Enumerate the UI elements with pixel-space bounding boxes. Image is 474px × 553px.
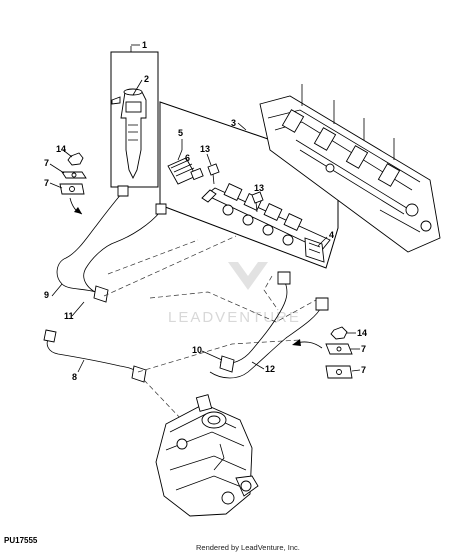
callout-12: 12 [265, 364, 275, 374]
callout-8: 8 [72, 372, 77, 382]
common-rail [201, 183, 331, 263]
callout-11: 11 [64, 311, 74, 321]
callout-2: 2 [144, 74, 149, 84]
clamp-lower [59, 183, 85, 195]
clamp-upper [61, 171, 87, 179]
fuel-injector [111, 88, 147, 180]
injection-line-right [209, 271, 329, 379]
callout-14-left: 14 [56, 144, 66, 154]
callout-14-right: 14 [357, 328, 367, 338]
callout-4: 4 [329, 230, 334, 240]
figure-code: PU17555 [4, 536, 38, 545]
callout-1: 1 [142, 40, 147, 50]
banjo-bolt [207, 163, 220, 185]
callout-6: 6 [185, 153, 190, 163]
callout-7-left-upper: 7 [44, 158, 49, 168]
watermark-text: LEADVENTURE [168, 309, 301, 326]
callout-7-right-upper: 7 [361, 344, 366, 354]
pressure-relief-valve [167, 157, 204, 185]
engine-cylinder-head [259, 84, 441, 253]
rendered-by-footer: Rendered by LeadVenture, Inc. [196, 543, 300, 552]
clamp-right-upper [325, 343, 353, 355]
banjo-bolt [251, 191, 264, 213]
callout-7-right-lower: 7 [361, 365, 366, 375]
callout-5: 5 [178, 128, 183, 138]
callout-13-upper: 13 [200, 144, 210, 154]
clamp-nut-right [330, 326, 348, 340]
callout-10: 10 [192, 345, 202, 355]
clamp-nut [67, 152, 84, 166]
callout-3: 3 [231, 118, 236, 128]
callout-13-middle: 13 [254, 183, 264, 193]
injector-group-box [110, 51, 159, 188]
injection-line-8 [43, 329, 147, 383]
assembly-guide-lines [103, 235, 317, 421]
watermark: LEADVENTURE [168, 262, 301, 326]
injection-line-left [56, 185, 167, 303]
clamp-right-lower [325, 365, 353, 379]
callout-7-left-lower: 7 [44, 178, 49, 188]
callout-9: 9 [44, 290, 49, 300]
fuel-injection-pump [155, 394, 259, 517]
